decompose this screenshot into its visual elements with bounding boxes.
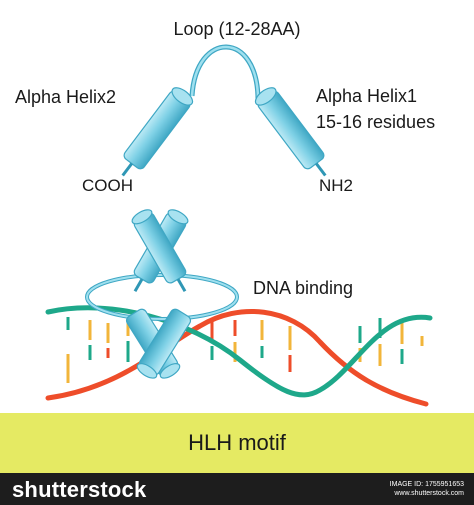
alpha-helix1-residues-label: 15-16 residues: [316, 112, 435, 132]
dimer-helix-upper-right: [131, 209, 187, 293]
dna-strand-green: [45, 305, 433, 398]
dna-base-pairs: [66, 317, 424, 383]
dimer-loop: [85, 273, 239, 321]
alpha-helix1-cylinder: [254, 87, 327, 177]
alpha-helix2-label: Alpha Helix2: [15, 87, 116, 107]
dimer-helix-lower-right: [136, 308, 192, 379]
image-id: IMAGE ID: 1755951653: [389, 481, 464, 488]
dna-strand-red: [45, 308, 429, 407]
cooh-label: COOH: [82, 176, 133, 195]
alpha-helix1-label: Alpha Helix1: [316, 86, 417, 106]
loop-label: Loop (12-28AA): [173, 19, 300, 39]
alpha-helix2-cylinder: [121, 87, 194, 177]
loop-connector: [189, 44, 261, 101]
hlh-diagram: Loop (12-28AA) Alpha Helix2 Alpha Helix1…: [15, 19, 435, 407]
brand-logo: shutterstock: [12, 477, 147, 502]
stock-footer: shutterstock IMAGE ID: 1755951653 www.sh…: [0, 473, 474, 505]
motif-band: HLH motif: [0, 413, 474, 473]
site-url: www.shutterstock.com: [394, 490, 464, 497]
dna-binding-label: DNA binding: [253, 278, 353, 298]
image-id-text: IMAGE ID: 1755951653 www.shutterstock.co…: [390, 480, 464, 498]
nh2-label: NH2: [319, 176, 353, 195]
hlh-motif-label: HLH motif: [188, 430, 286, 455]
